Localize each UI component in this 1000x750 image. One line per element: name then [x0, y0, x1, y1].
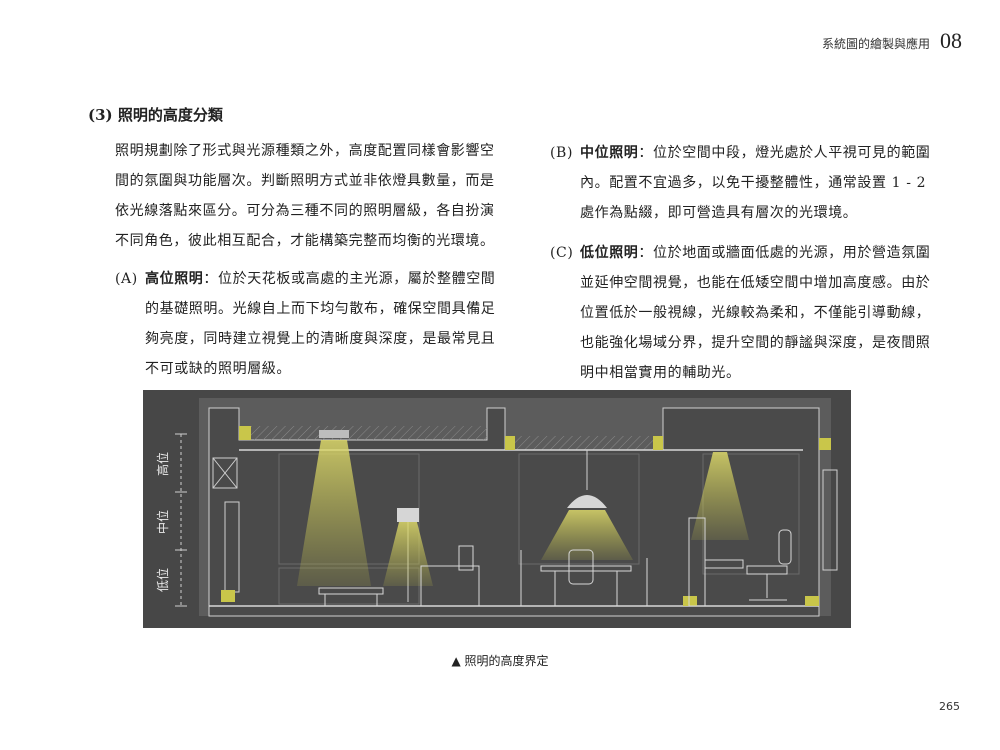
- wall-panel: [518, 453, 640, 565]
- running-header: 系統圖的繪製與應用 08: [822, 28, 962, 54]
- office-chair: [778, 529, 792, 565]
- pendant-beam: [541, 510, 633, 560]
- floor-lamp-shade: [397, 508, 419, 522]
- lighting-height-section-figure: 高位 中位 低位: [143, 390, 851, 628]
- section-heading: (3) 照明的高度分類: [88, 106, 223, 124]
- cabinet-cross: [212, 457, 238, 489]
- item-term: 低位照明: [580, 245, 639, 261]
- level-label-low: 低位: [155, 568, 170, 592]
- left-column: 照明規劃除了形式與光源種類之外，高度配置同樣會影響空間的氛圍與功能層次。判斷照明…: [115, 136, 503, 384]
- downlight-beam: [297, 440, 371, 586]
- ceiling-hatch: [505, 436, 663, 450]
- item-text: ：位於天花板或高處的主光源，屬於整體空間的基礎照明。光線自上而下均勻散布，確保空…: [145, 271, 496, 377]
- desk: [704, 559, 744, 569]
- section-drawing: 高位 中位 低位: [143, 390, 851, 628]
- shelving: [822, 469, 838, 571]
- low-light: [221, 590, 235, 602]
- item-mid-lighting: (B) 中位照明：位於空間中段，燈光處於人平視可見的範圍內。配置不宜過多，以免干…: [550, 138, 935, 228]
- section-title: 系統圖的繪製與應用: [821, 37, 930, 51]
- cove-light: [505, 436, 515, 450]
- chapter-number: 08: [940, 28, 962, 53]
- figure-caption: ▲ 照明的高度界定: [451, 654, 549, 668]
- low-light: [805, 596, 819, 606]
- item-text: ：位於空間中段，燈光處於人平視可見的範圍內。配置不宜過多，以免干擾整體性，通常設…: [580, 145, 931, 221]
- level-label-high: 高位: [155, 452, 170, 476]
- right-column: (B) 中位照明：位於空間中段，燈光處於人平視可見的範圍內。配置不宜過多，以免干…: [550, 138, 935, 398]
- dining-chair: [568, 549, 594, 585]
- intro-paragraph: 照明規劃除了形式與光源種類之外，高度配置同樣會影響空間的氛圍與功能層次。判斷照明…: [115, 143, 495, 249]
- ceiling-hatch: [239, 426, 487, 440]
- item-high-lighting: (A) 高位照明：位於天花板或高處的主光源，屬於整體空間的基礎照明。光線自上而下…: [115, 264, 503, 384]
- dining-table: [540, 565, 632, 572]
- page-number: 265: [939, 700, 960, 713]
- cabinet: [212, 457, 238, 489]
- downlight-fixture: [319, 430, 349, 438]
- level-label-mid: 中位: [155, 510, 170, 534]
- coffee-table: [318, 587, 384, 595]
- item-low-lighting: (C) 低位照明：位於地面或牆面低處的光源，用於營造氛圍並延伸空間視覺，也能在低…: [550, 238, 935, 388]
- cove-light: [239, 426, 251, 440]
- low-light: [683, 596, 697, 606]
- item-text: ：位於地面或牆面低處的光源，用於營造氛圍並延伸空間視覺，也能在低矮空間中增加高度…: [580, 245, 931, 381]
- pendant-lamp: [567, 495, 607, 508]
- item-term: 高位照明: [145, 271, 204, 287]
- cove-light: [653, 436, 663, 450]
- cove-light: [819, 438, 831, 450]
- item-label: (A): [115, 271, 138, 287]
- sofa: [420, 565, 480, 607]
- item-label: (C): [550, 245, 574, 261]
- sofa-back: [458, 545, 474, 571]
- item-label: (B): [550, 145, 574, 161]
- item-term: 中位照明: [580, 145, 639, 161]
